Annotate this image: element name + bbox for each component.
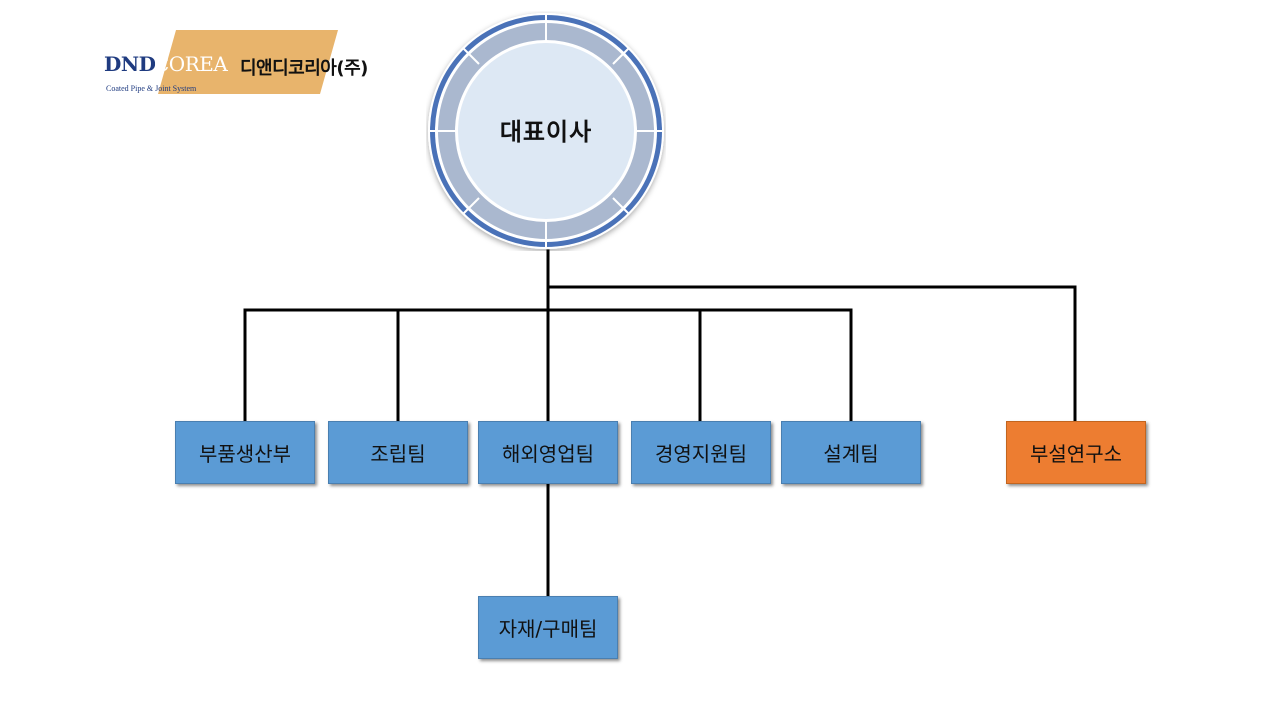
logo-brand-left: DND — [104, 52, 156, 76]
dept-box-overseas-sales: 해외영업팀 — [478, 421, 618, 484]
sub-team-box-materials-purchasing: 자재/구매팀 — [478, 596, 618, 659]
dept-box-research-lab: 부설연구소 — [1006, 421, 1146, 484]
dept-box-assembly: 조립팀 — [328, 421, 468, 484]
dept-box-design: 설계팀 — [781, 421, 921, 484]
company-name: 디앤디코리아(주) — [240, 58, 368, 79]
ceo-label: 대표이사 — [499, 118, 593, 146]
logo-brand-right: COREA — [154, 52, 228, 76]
company-logo: DND COREA Coated Pipe & Joint System 디앤디… — [104, 28, 404, 98]
ceo-circle — [428, 13, 664, 249]
logo-parallelogram — [158, 30, 338, 94]
dept-box-management-support: 경영지원팀 — [631, 421, 771, 484]
dept-box-parts-production: 부품생산부 — [175, 421, 315, 484]
logo-tagline: Coated Pipe & Joint System — [106, 84, 197, 93]
